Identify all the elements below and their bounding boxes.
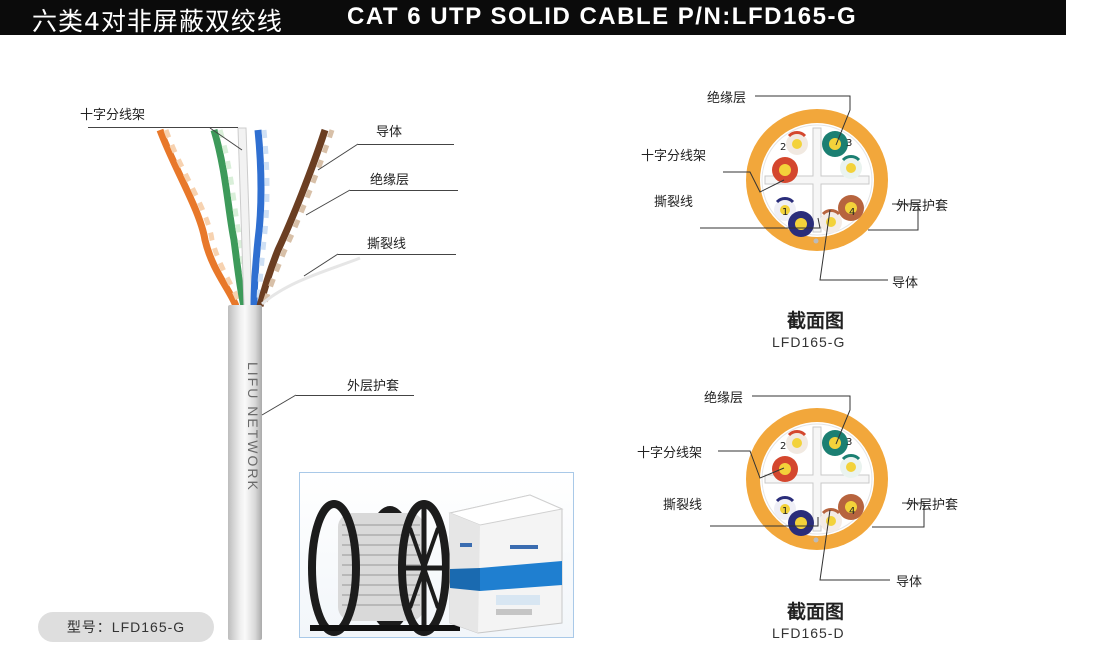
pair-number-2: 2 — [780, 441, 787, 452]
product-photo — [299, 472, 574, 638]
xsec1-label-insulation: 绝缘层 — [707, 91, 747, 106]
callout-line — [350, 190, 458, 191]
reel-and-box-image — [308, 494, 564, 636]
label-conductor: 导体 — [376, 125, 403, 140]
cable-jacket — [228, 305, 262, 640]
cross-section-diagrams — [700, 95, 925, 581]
pair-number-3: 3 — [846, 138, 853, 149]
xsec2-label-jacket: 外层护套 — [906, 498, 959, 513]
cross-section-g — [744, 107, 890, 253]
pair-number-1: 1 — [782, 506, 789, 517]
label-cross-filler: 十字分线架 — [80, 108, 146, 123]
title-english: CAT 6 UTP SOLID CABLE P/N:LFD165-G — [347, 3, 858, 30]
jacket-print: LIFU NETWORK — [245, 362, 261, 492]
header-bar: 六类4对非屏蔽双绞线 CAT 6 UTP SOLID CABLE P/N:LFD… — [0, 0, 1066, 36]
xsec2-label-conductor: 导体 — [896, 575, 923, 590]
title-chinese: 六类4对非屏蔽双绞线 — [32, 7, 283, 36]
xsec1-label-cross: 十字分线架 — [641, 149, 707, 164]
callout-line — [338, 254, 456, 255]
green-pair — [210, 128, 248, 307]
section-model: LFD165-G — [772, 334, 846, 350]
label-insulation: 绝缘层 — [370, 173, 410, 188]
label-jacket: 外层护套 — [347, 379, 400, 394]
section-model: LFD165-D — [772, 625, 845, 641]
section-title: 截面图 — [787, 310, 845, 332]
xsec2-label-insulation: 绝缘层 — [704, 391, 744, 406]
callout-line — [296, 395, 414, 396]
xsec2-label-ripcord: 撕裂线 — [663, 498, 703, 513]
xsec1-label-conductor: 导体 — [892, 276, 919, 291]
ripcord — [261, 256, 361, 306]
pair-number-4: 4 — [849, 207, 856, 218]
orange-pair — [156, 128, 240, 308]
pair-number-1: 1 — [782, 207, 789, 218]
xsec2-label-cross: 十字分线架 — [637, 446, 703, 461]
callout-line — [88, 127, 238, 128]
callout-leaders — [209, 127, 359, 416]
cross-section-d — [744, 406, 890, 552]
callout-line — [358, 144, 454, 145]
xsec1-label-jacket: 外层护套 — [896, 199, 949, 214]
model-number-badge: 型号：LFD165-G — [38, 612, 214, 642]
brown-pair — [256, 128, 329, 307]
pair-number-4: 4 — [849, 506, 856, 517]
xsec1-label-ripcord: 撕裂线 — [654, 195, 694, 210]
blue-pair — [250, 129, 265, 307]
label-ripcord: 撕裂线 — [367, 237, 407, 252]
pair-number-2: 2 — [780, 142, 787, 153]
pair-number-3: 3 — [846, 437, 853, 448]
section-title: 截面图 — [787, 601, 845, 623]
